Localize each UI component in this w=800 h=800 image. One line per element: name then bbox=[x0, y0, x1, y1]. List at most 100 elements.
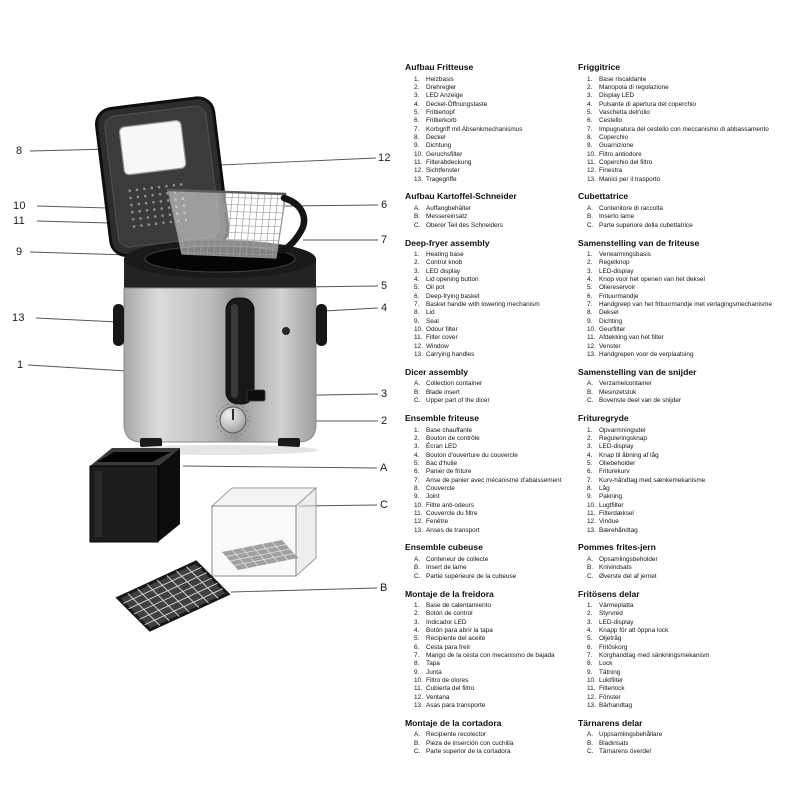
part-item: 1.Opvarmningsdel bbox=[578, 427, 778, 435]
part-item: 9.Dichting bbox=[578, 318, 778, 326]
part-number: 13. bbox=[587, 351, 596, 359]
part-number: 7. bbox=[414, 301, 420, 309]
section-title: Fritösens delar bbox=[578, 588, 640, 599]
part-item: 4.Lid opening button bbox=[405, 276, 573, 284]
part-item: 10.Filtro de olores bbox=[405, 677, 573, 685]
part-number: 8. bbox=[587, 484, 593, 492]
part-item: 3.LED Anzeige bbox=[405, 92, 573, 100]
part-item: A.Conteneur de collecte bbox=[405, 556, 573, 564]
part-item: C.Øverste del af jernet bbox=[578, 573, 778, 581]
part-number: 5. bbox=[414, 635, 420, 643]
part-name: Tragegriffe bbox=[426, 175, 457, 183]
part-name: Anse de panier avec mécanisme d'abaissem… bbox=[426, 476, 562, 484]
part-name: Filterdæksel bbox=[599, 509, 634, 517]
part-item: 13.Tragegriffe bbox=[405, 176, 573, 184]
part-name: Upper part of the dicer bbox=[426, 397, 490, 405]
frying-basket bbox=[167, 188, 308, 259]
part-item: B.Mesinzetstuk bbox=[578, 389, 778, 397]
part-item: 10.Filtro antiodore bbox=[578, 151, 778, 159]
part-item: A.Auffangbehälter bbox=[405, 205, 573, 213]
part-name: Cesta para freír bbox=[426, 643, 471, 651]
part-item: 1.Base de calentamiento bbox=[405, 602, 573, 610]
part-item: 8.Couvercle bbox=[405, 485, 573, 493]
part-name: Bladinsats bbox=[599, 739, 629, 747]
part-number: 2. bbox=[587, 83, 593, 91]
part-number: 12. bbox=[414, 342, 423, 350]
part-item: 13.Bærehåndtag bbox=[578, 527, 778, 535]
part-name: Botón de control bbox=[426, 610, 473, 618]
part-item: C.Tärnarens överdel bbox=[578, 748, 778, 756]
part-item: 10.Lugtfilter bbox=[578, 502, 778, 510]
part-number: 5. bbox=[587, 459, 593, 467]
part-number: 7. bbox=[414, 652, 420, 660]
part-name: Base riscaldante bbox=[599, 75, 647, 83]
part-item: 13.Bärhandtag bbox=[578, 702, 778, 710]
part-name: LED-display bbox=[599, 267, 634, 275]
part-name: Lock bbox=[599, 660, 613, 668]
part-name: Korbgriff mit Absenkmechanismus bbox=[426, 125, 523, 133]
part-name: Ventana bbox=[426, 693, 450, 701]
part-number: 8. bbox=[587, 660, 593, 668]
section-title: Montaje de la cortadora bbox=[405, 717, 502, 728]
part-number: 6. bbox=[587, 117, 593, 125]
part-number: A. bbox=[587, 204, 594, 212]
part-number: 13. bbox=[414, 175, 423, 183]
section-title: Samenstelling van de snijder bbox=[578, 366, 697, 377]
part-number: 12. bbox=[587, 518, 596, 526]
part-name: Heizbasis bbox=[426, 75, 454, 83]
part-item: 9.Pakning bbox=[578, 493, 778, 501]
part-item: A.Uppsamlingsbehållare bbox=[578, 731, 778, 739]
basket-mesh bbox=[168, 190, 286, 258]
part-name: Collection container bbox=[426, 380, 483, 388]
part-item: 9.Guarnizione bbox=[578, 142, 778, 150]
part-number: B. bbox=[587, 739, 594, 747]
part-name: Seal bbox=[426, 317, 439, 325]
part-name: Friturekurv bbox=[599, 468, 630, 476]
part-number: 10. bbox=[414, 677, 423, 685]
part-item: 2.Botón de control bbox=[405, 610, 573, 618]
part-item: C.Partie supérieure de la cubeuse bbox=[405, 573, 573, 581]
part-name: Botón para abrir la tapa bbox=[426, 627, 493, 635]
part-name: Geurfilter bbox=[599, 326, 626, 334]
part-item: 2.Styrvred bbox=[578, 610, 778, 618]
part-name: Lid bbox=[426, 309, 435, 317]
section-title: Dicer assembly bbox=[405, 366, 469, 377]
part-number: 6. bbox=[414, 117, 420, 125]
part-name: Mesinzetstuk bbox=[599, 388, 637, 396]
callout-B: B bbox=[380, 582, 388, 594]
part-name: Blade insert bbox=[426, 388, 460, 396]
part-number: 12. bbox=[587, 167, 596, 175]
part-item: 7.Korghandtag med sänkningsmekanism bbox=[578, 652, 778, 660]
part-name: LED display bbox=[426, 267, 461, 275]
callout-13: 13 bbox=[12, 312, 25, 324]
part-item: 12.Fenêtre bbox=[405, 518, 573, 526]
part-name: Fönster bbox=[599, 693, 621, 701]
part-name: Korghandtag med sänkningsmekanism bbox=[599, 652, 710, 660]
part-number: 12. bbox=[587, 342, 596, 350]
part-item: 4.Deckel-Öffnungstaste bbox=[405, 101, 573, 109]
part-item: A.Verzamelcontainer bbox=[578, 380, 778, 388]
part-item: 1.Heizbasis bbox=[405, 76, 573, 84]
part-number: 11. bbox=[587, 685, 596, 693]
part-name: Fenêtre bbox=[426, 518, 449, 526]
part-name: Partie supérieure de la cubeuse bbox=[426, 572, 517, 580]
part-name: Dichting bbox=[599, 317, 623, 325]
part-name: Pieza de inserción con cuchilla bbox=[426, 739, 514, 747]
part-name: Kurv-håndtag med sænkemekanisme bbox=[599, 476, 706, 484]
part-number: 9. bbox=[414, 668, 420, 676]
section-title: Frituregryde bbox=[578, 413, 629, 423]
callout-1: 1 bbox=[17, 359, 24, 371]
part-name: Coperchio del filtro bbox=[599, 158, 653, 166]
part-number: A. bbox=[414, 555, 421, 563]
part-number: 11. bbox=[587, 509, 596, 517]
part-name: Oliereservoir bbox=[599, 284, 636, 292]
part-item: 6.Cesta para freír bbox=[405, 644, 573, 652]
part-number: A. bbox=[414, 731, 421, 739]
part-number: 1. bbox=[587, 251, 593, 258]
part-number: 4. bbox=[587, 627, 593, 635]
part-name: Heating base bbox=[426, 251, 464, 258]
part-name: Verwarmingsbasis bbox=[599, 251, 651, 258]
part-number: 13. bbox=[414, 526, 423, 534]
